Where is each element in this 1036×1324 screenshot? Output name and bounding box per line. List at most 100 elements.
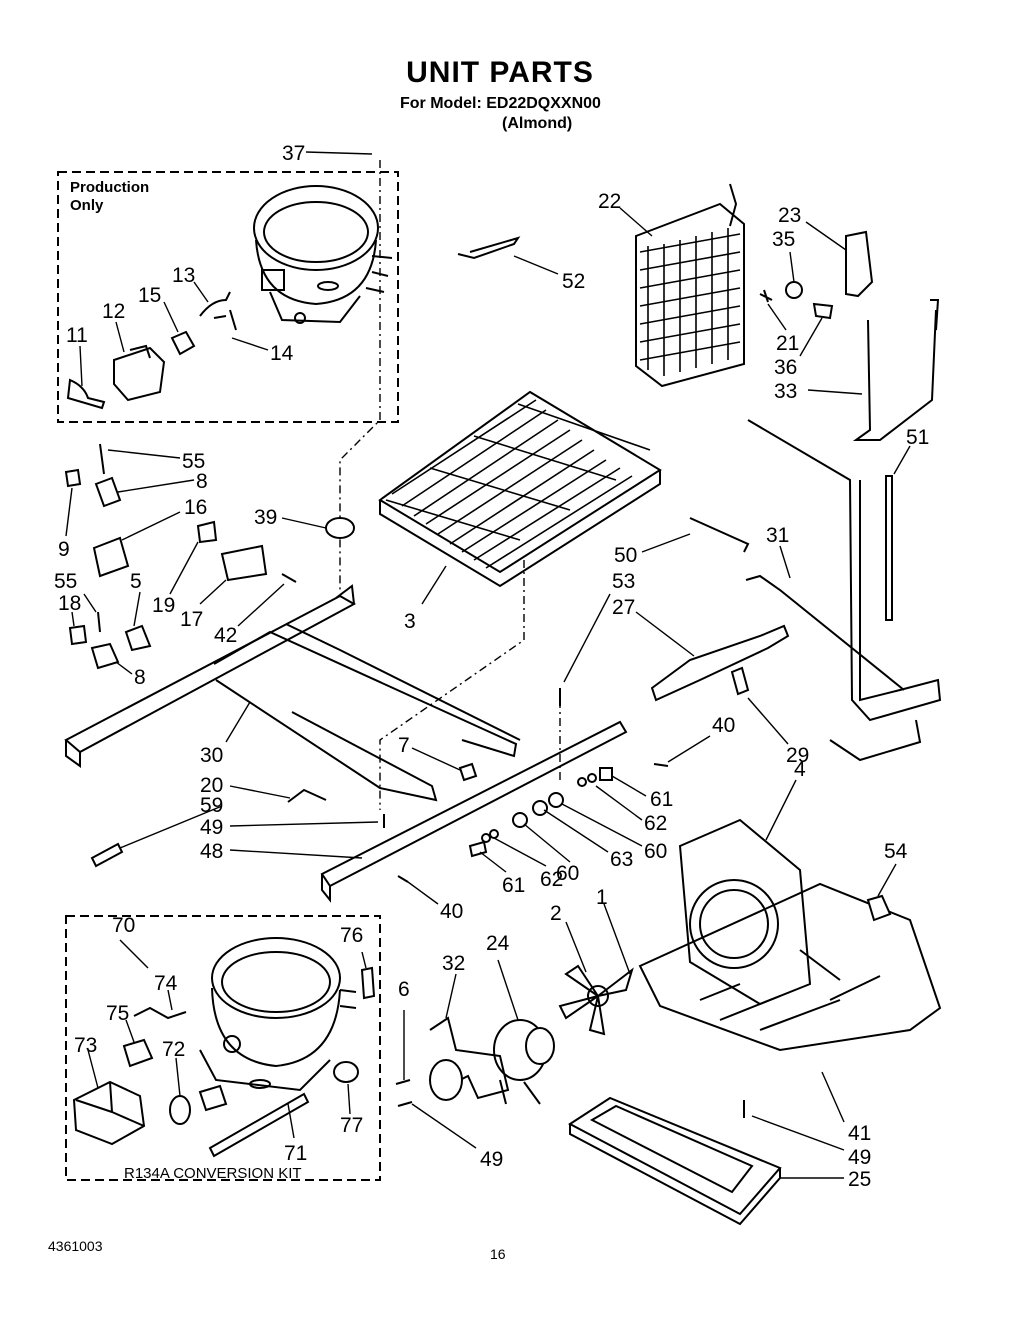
callout-41: 41 — [821, 1071, 871, 1145]
callout-3-label: 3 — [404, 610, 416, 633]
callout-73-label: 73 — [74, 1034, 97, 1057]
callout-21-label: 21 — [776, 332, 799, 355]
part-2-fan-blade — [558, 964, 634, 1036]
callout-12-label: 12 — [102, 300, 125, 323]
callout-54: 54 — [877, 840, 908, 897]
callout-49c-label: 49 — [848, 1146, 871, 1169]
callout-7-label: 7 — [398, 734, 410, 757]
callout-12: 12 — [102, 300, 125, 353]
callout-29: 29 — [747, 697, 809, 767]
part-51-tube — [885, 475, 893, 621]
part-21-screw — [759, 289, 773, 303]
part-71-drier — [208, 1092, 310, 1158]
callout-40b-label: 40 — [440, 900, 463, 923]
callout-62a: 62 — [595, 785, 667, 835]
compressor-kit — [199, 937, 357, 1092]
callout-59-label: 59 — [200, 794, 223, 817]
part-42-screw — [281, 573, 297, 583]
part-32-bracket — [429, 1016, 510, 1100]
callout-71-label: 71 — [284, 1142, 307, 1165]
callout-60b: 60 — [523, 823, 579, 885]
callout-52-label: 52 — [562, 270, 585, 293]
part-12-relay — [113, 344, 166, 402]
callout-49a-label: 49 — [200, 816, 223, 839]
part-76-grommet — [360, 966, 376, 1000]
page-number: 16 — [490, 1246, 506, 1262]
part-3-condenser — [378, 390, 662, 588]
callout-6-label: 6 — [398, 978, 410, 1001]
callout-51-label: 51 — [906, 426, 929, 449]
part-11-clip — [66, 378, 106, 410]
callout-9: 9 — [58, 487, 73, 561]
callout-41-label: 41 — [848, 1122, 871, 1145]
part-31-tubing — [745, 419, 942, 722]
part-52-sensor — [457, 236, 521, 260]
callout-55b-label: 55 — [54, 570, 77, 593]
page-title: UNIT PARTS — [406, 56, 594, 89]
callout-48: 48 — [200, 840, 363, 863]
callout-33: 33 — [774, 380, 863, 403]
part-32-grommet — [429, 1059, 463, 1101]
part-8b-clamp — [90, 642, 120, 670]
callout-15-label: 15 — [138, 284, 161, 307]
callout-75: 75 — [106, 1002, 135, 1043]
callout-72-label: 72 — [162, 1038, 185, 1061]
part-48-bracket — [320, 720, 628, 903]
callout-61b-label: 61 — [502, 874, 525, 897]
parts-60-63-hardware — [468, 767, 613, 858]
callout-20-label: 20 — [200, 774, 223, 797]
part-31-loop — [829, 719, 922, 762]
callout-13-label: 13 — [172, 264, 195, 287]
part-27-drier — [650, 624, 790, 702]
callout-23-label: 23 — [778, 204, 801, 227]
callout-61a: 61 — [611, 775, 673, 811]
callout-61b: 61 — [479, 851, 525, 897]
callout-54-label: 54 — [884, 840, 908, 863]
callout-5-label: 5 — [130, 570, 142, 593]
compressor-production — [253, 185, 393, 324]
part-74-wire — [133, 1006, 187, 1020]
callout-11: 11 — [66, 324, 88, 387]
part-19-block — [196, 520, 218, 544]
callout-30-label: 30 — [200, 744, 223, 767]
callout-60b-label: 60 — [556, 862, 579, 885]
callout-53: 53 — [563, 570, 635, 683]
callout-35: 35 — [772, 228, 795, 283]
callout-49c: 49 — [751, 1115, 871, 1169]
callout-14: 14 — [231, 337, 294, 365]
callout-55b: 55 — [54, 570, 97, 613]
callout-60a-label: 60 — [644, 840, 667, 863]
color-line: (Almond) — [502, 115, 573, 132]
callout-50: 50 — [614, 533, 691, 567]
callout-29-label: 29 — [786, 744, 809, 767]
callout-71: 71 — [284, 1103, 307, 1165]
callout-17-label: 17 — [180, 608, 203, 631]
part-25-drain-pan — [568, 1096, 782, 1226]
callout-55a: 55 — [107, 449, 205, 473]
part-33-tubing — [852, 299, 940, 441]
callout-8a-label: 8 — [196, 470, 208, 493]
callout-39-label: 39 — [254, 506, 277, 529]
part-9-grommet — [64, 468, 82, 488]
callout-30: 30 — [200, 701, 251, 767]
callout-16-label: 16 — [184, 496, 207, 519]
callout-42-label: 42 — [214, 624, 237, 647]
callout-39: 39 — [254, 506, 327, 529]
callout-74-label: 74 — [154, 972, 178, 995]
callout-32-label: 32 — [442, 952, 465, 975]
part-39-grommet — [325, 517, 355, 539]
part-59-spring — [90, 842, 124, 868]
part-5-clip — [124, 624, 152, 652]
callout-3: 3 — [404, 565, 447, 633]
callout-42: 42 — [214, 583, 285, 647]
callout-1: 1 — [596, 886, 631, 975]
callout-36: 36 — [774, 317, 823, 379]
callout-31-label: 31 — [766, 524, 789, 547]
part-55-screw — [99, 443, 105, 475]
conversion-kit-label: R134A CONVERSION KIT — [124, 1165, 302, 1182]
callout-74: 74 — [154, 972, 178, 1011]
callout-60a: 60 — [561, 803, 667, 863]
part-20-clip — [287, 788, 327, 803]
callout-53-label: 53 — [612, 570, 635, 593]
